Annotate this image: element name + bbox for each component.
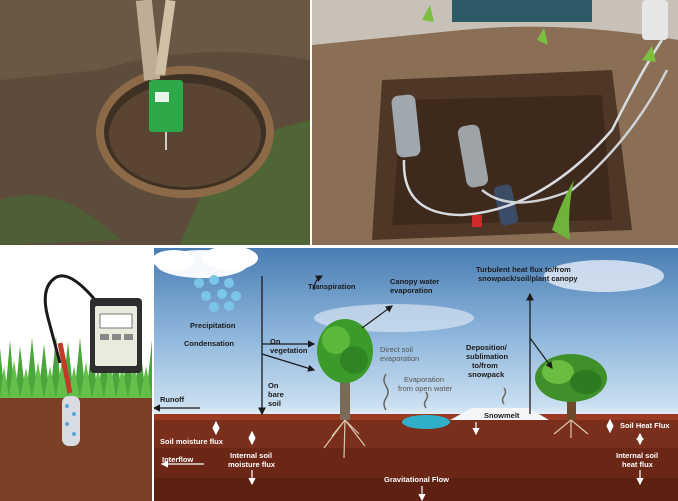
land-surface-flux-diagram: Transpiration Canopy water evaporation T… bbox=[154, 248, 678, 501]
label-condensation: Condensation bbox=[184, 339, 234, 348]
label-deposition-1: Deposition/ bbox=[466, 343, 508, 352]
label-direct-soil-2: evaporation bbox=[380, 354, 419, 363]
label-soil-heat-flux: Soil Heat Flux bbox=[620, 421, 670, 430]
photo-soil-ring-sensor bbox=[0, 0, 310, 245]
label-deposition-4: snowpack bbox=[468, 370, 505, 379]
label-canopy-evap-1: Canopy water bbox=[390, 277, 439, 286]
photo-soil-pit-probes bbox=[312, 0, 678, 245]
label-on-bare-2: bare bbox=[268, 390, 284, 399]
label-internal-heat-1: Internal soil bbox=[616, 451, 658, 460]
label-runoff: Runoff bbox=[160, 395, 185, 404]
tree-left bbox=[317, 319, 373, 459]
meter-probe-tip bbox=[62, 396, 80, 446]
label-canopy-evap-2: evaporation bbox=[390, 286, 433, 295]
label-precipitation: Precipitation bbox=[190, 321, 236, 330]
label-evap-open-1: Evaporation bbox=[404, 375, 444, 384]
label-on-bare-1: On bbox=[268, 381, 279, 390]
label-transpiration: Transpiration bbox=[308, 282, 356, 291]
label-internal-moisture-1: Internal soil bbox=[230, 451, 272, 460]
label-on-bare-3: soil bbox=[268, 399, 281, 408]
label-gravitational-flow: Gravitational Flow bbox=[384, 475, 449, 484]
label-turbulent-2: snowpack/soil/plant canopy bbox=[478, 274, 578, 283]
label-deposition-2: sublimation bbox=[466, 352, 509, 361]
label-interflow: Interflow bbox=[162, 455, 193, 464]
label-internal-heat-2: heat flux bbox=[622, 460, 654, 469]
handheld-meter-illustration bbox=[0, 248, 152, 501]
cloud bbox=[154, 248, 258, 278]
soil-probe-left bbox=[391, 94, 421, 158]
tree-right bbox=[535, 354, 607, 438]
label-on-vegetation-2: vegetation bbox=[270, 346, 308, 355]
soil-probe-middle bbox=[457, 124, 489, 188]
label-internal-moisture-2: moisture flux bbox=[228, 460, 276, 469]
soil-ring-illustration bbox=[0, 0, 310, 245]
open-water bbox=[402, 415, 450, 429]
label-on-vegetation-1: On bbox=[270, 337, 281, 346]
label-turbulent-1: Turbulent heat flux to/from bbox=[476, 265, 571, 274]
label-evap-open-2: from open water bbox=[398, 384, 453, 393]
green-sensor-box bbox=[149, 80, 183, 132]
label-direct-soil-1: Direct soil bbox=[380, 345, 413, 354]
snowpack bbox=[450, 408, 549, 420]
flux-diagram-svg: Transpiration Canopy water evaporation T… bbox=[154, 248, 678, 501]
label-snowmelt: Snowmelt bbox=[484, 411, 520, 420]
rain-drops bbox=[194, 275, 241, 312]
soil-pit-illustration bbox=[312, 0, 678, 245]
label-soil-moisture-flux: Soil moisture flux bbox=[160, 437, 224, 446]
photo-handheld-meter bbox=[0, 248, 152, 501]
label-deposition-3: to/from bbox=[472, 361, 498, 370]
